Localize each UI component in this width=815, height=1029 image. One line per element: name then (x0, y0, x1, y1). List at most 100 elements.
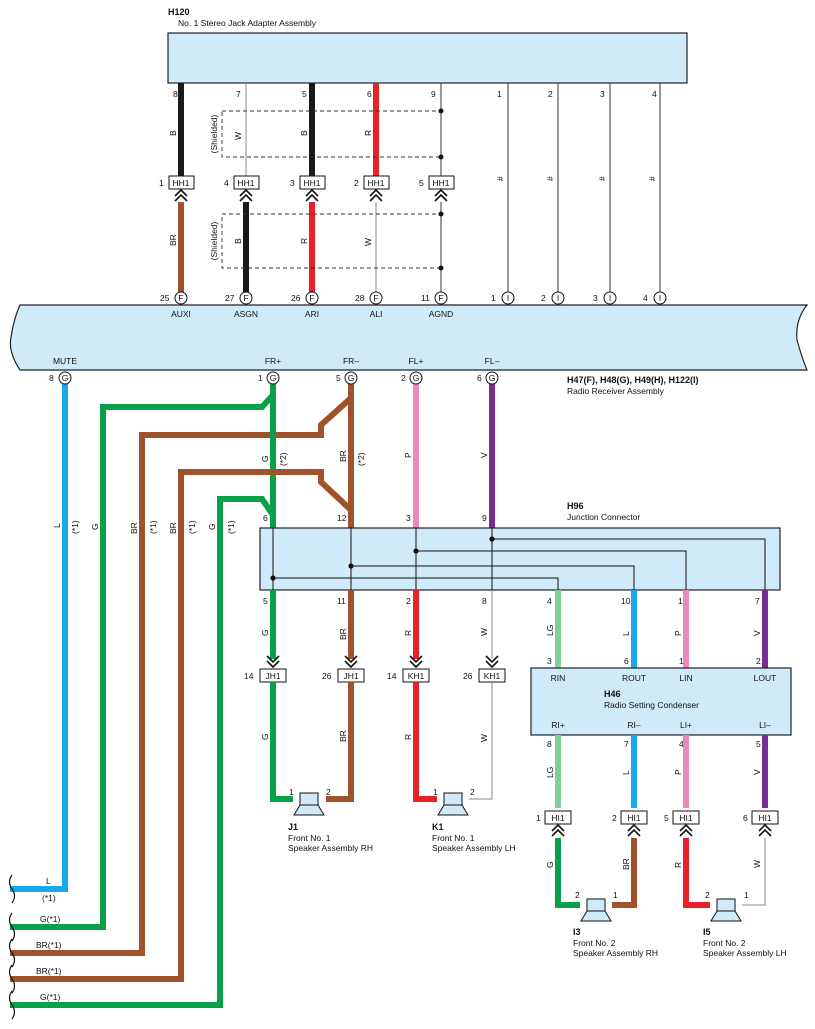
terminal-conn: F (373, 293, 378, 303)
k1-line2: Speaker Assembly LH (432, 843, 516, 853)
splice-dot (489, 536, 495, 542)
wire-color-label: W (233, 132, 243, 140)
i5-line1: Front No. 2 (703, 938, 746, 948)
note-label: (*2) (278, 452, 288, 466)
jh1-connector: JH1 14 (244, 655, 287, 683)
wire-color-label: G (207, 523, 217, 530)
wire-color-label: P (403, 452, 413, 458)
hi1-connector: HI1 5 (664, 810, 700, 837)
speaker-pin: 1 (613, 890, 618, 900)
hh1-label: HH1 (367, 178, 384, 188)
h96-pin: 8 (482, 596, 487, 606)
h46-terminal: LI+ (680, 720, 692, 730)
h96-pin: 1 (678, 596, 683, 606)
shielded-label: (Shielded) (209, 114, 219, 153)
wire-color-label: B (299, 130, 309, 136)
kh1-connector: KH1 14 (387, 655, 430, 683)
h120-pin: 1 (497, 89, 502, 99)
wire-brown (10, 469, 354, 982)
h120-pin: 2 (548, 89, 553, 99)
wire-color-label: L (621, 631, 631, 636)
speaker-pin: 2 (470, 787, 475, 797)
terminal-pin: 4 (643, 293, 648, 303)
terminal-conn: G (489, 373, 496, 383)
h96-internal-bus (272, 528, 766, 590)
wire-color-label: BR (129, 522, 139, 534)
terminal-pin: 2 (401, 373, 406, 383)
h96-pin: 11 (337, 596, 346, 606)
speaker-pin: 2 (575, 890, 580, 900)
note-label: (*2) (356, 452, 366, 466)
hi1-label: HI1 (551, 813, 565, 823)
wire-color-label: LG (545, 625, 555, 636)
jh1-pin: 14 (244, 671, 254, 681)
hh1-connector: HH1 5 (419, 175, 455, 202)
hash-label: # (545, 176, 555, 181)
h120-pin: 6 (367, 89, 372, 99)
left-lead-label: BR(*1) (36, 940, 62, 950)
h96-code: H96 (567, 501, 584, 511)
terminal-conn: F (243, 293, 248, 303)
h96-pin: 10 (621, 596, 631, 606)
i5-line2: Speaker Assembly LH (703, 948, 787, 958)
radio-top-terminal: F 27 ASGN (225, 291, 258, 319)
h46-terminal: ROUT (622, 673, 646, 683)
terminal-pin: 26 (291, 293, 301, 303)
kh1-label: KH1 (484, 671, 501, 681)
kh1-pin: 26 (463, 671, 473, 681)
wire-color-label: V (752, 630, 762, 636)
splice-dot (270, 575, 276, 581)
h46-code: H46 (604, 689, 621, 699)
h120-box (167, 32, 688, 84)
hh1-pin: 3 (290, 178, 295, 188)
radio-receiver-box (9, 304, 809, 371)
shield-upper (221, 110, 442, 158)
speaker-i3: 2 1 (575, 890, 618, 922)
terminal-conn: I (659, 293, 661, 303)
hi1-connector: HI1 2 (612, 810, 648, 837)
hash-label: # (597, 176, 607, 181)
h120-pin: 4 (652, 89, 657, 99)
wire-white (742, 838, 766, 906)
hh1-label: HH1 (172, 178, 189, 188)
h46-pin: 3 (547, 656, 552, 666)
h46-pin: 4 (679, 739, 684, 749)
hh1-pin: 1 (159, 178, 164, 188)
speaker-pin: 1 (433, 787, 438, 797)
wire-color-label: W (752, 860, 762, 868)
hash-label: # (647, 176, 657, 181)
radio-name: Radio Receiver Assembly (567, 386, 665, 396)
splice-dot (413, 548, 419, 554)
wire-color-label: LG (545, 767, 555, 778)
shielded-label: (Shielded) (209, 221, 219, 260)
radio-bottom-terminal: G 8 (49, 371, 72, 385)
h120-code: H120 (168, 7, 190, 17)
wire-color-label: B (168, 130, 178, 136)
terminal-conn: G (62, 373, 69, 383)
hh1-connector: HH1 2 (354, 175, 390, 202)
h46-terminal: LIN (679, 673, 692, 683)
terminal-pin: 3 (593, 293, 598, 303)
wire-color-label: P (673, 769, 683, 775)
hi1-label: HI1 (758, 813, 772, 823)
radio-bottom-terminal: G 5 (336, 371, 358, 385)
hi1-connector: HI1 6 (743, 810, 779, 837)
wire-color-label: W (479, 628, 489, 636)
hi1-pin: 6 (743, 813, 748, 823)
h96-name: Junction Connector (567, 512, 640, 522)
radio-code: H47(F), H48(G), H49(H), H122(I) (567, 375, 699, 385)
radio-top-terminal: F 26 ARI (291, 291, 319, 319)
hh1-connector: HH1 1 (159, 175, 195, 202)
terminal-name: ALI (370, 309, 383, 319)
h46-terminal: LI– (759, 720, 771, 730)
h46-terminal: RI+ (551, 720, 565, 730)
h96-pin: 6 (263, 513, 268, 523)
shield-junction (438, 108, 444, 114)
terminal-conn: F (438, 293, 443, 303)
wire-color-label: G (545, 861, 555, 868)
terminal-name: AUXI (171, 309, 191, 319)
radio-bottom-terminal: G 1 (258, 371, 280, 385)
break-mark (8, 874, 16, 1020)
wire-color-label: P (673, 630, 683, 636)
terminal-conn: G (413, 373, 420, 383)
